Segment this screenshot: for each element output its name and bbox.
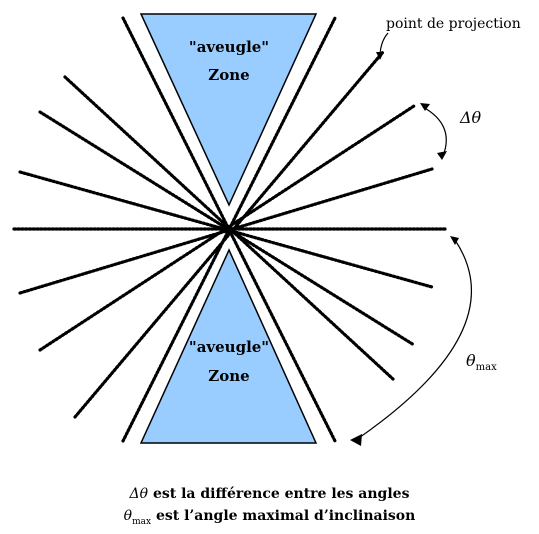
caption-line-2: θmax est l’angle maximal d’inclinaison — [0, 508, 539, 527]
caption-line-1: Δθ est la différence entre les angles — [0, 486, 539, 502]
theta-max-subscript: max — [476, 362, 497, 373]
delta-theta-label: Δθ — [459, 108, 482, 127]
zone-top-label-2: Zone — [208, 66, 249, 84]
zone-bottom-label-1: "aveugle" — [189, 338, 269, 356]
caption-line-2-text: est l’angle maximal d’inclinaison — [151, 508, 416, 524]
delta-theta-arc — [422, 106, 447, 157]
delta-theta-arrowhead-bottom — [437, 151, 447, 160]
theta-max-arc — [355, 239, 472, 441]
caption-line-1-text: est la différence entre les angles — [148, 486, 410, 502]
blind-zone-top — [139, 13, 318, 207]
projection-ray-7 — [73, 50, 385, 419]
zone-bottom-label-2: Zone — [208, 367, 249, 385]
caption-delta-theta: Δθ — [129, 486, 149, 502]
caption-theta: θ — [123, 508, 133, 524]
projection-point-label: point de projection — [386, 16, 521, 32]
projection-pointer-head — [376, 52, 384, 60]
projection-center — [225, 225, 233, 233]
theta-max-label: θmax — [466, 351, 497, 373]
blind-zone-bottom — [139, 248, 318, 444]
projection-rays — [12, 16, 448, 443]
theta-max-symbol: θ — [466, 351, 476, 370]
delta-theta-arrowhead-top — [420, 103, 430, 111]
caption-theta-subscript: max — [132, 516, 152, 527]
theta-max-arrowhead — [350, 434, 362, 446]
zone-top-label-1: "aveugle" — [189, 38, 269, 56]
theta-max-arrowhead-top — [450, 236, 459, 245]
